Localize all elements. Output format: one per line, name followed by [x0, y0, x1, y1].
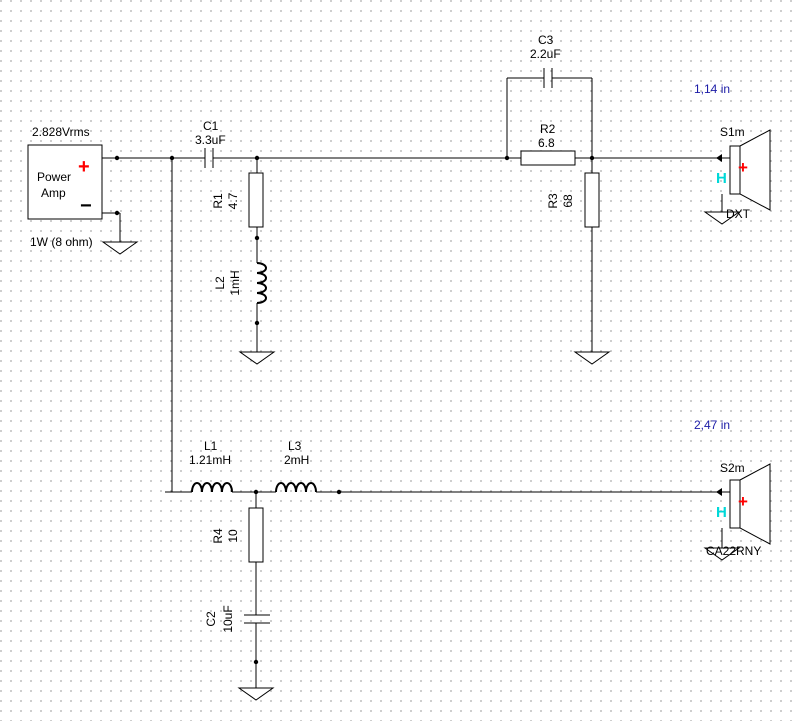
junction-dot — [114, 210, 120, 216]
amp-plus-terminal: + — [78, 156, 90, 178]
r2-ref: R2 — [540, 122, 556, 136]
speaker-s1-ref: S1m — [720, 125, 745, 139]
inductor-l3[interactable] — [275, 482, 317, 493]
r4-value: 10 — [226, 529, 240, 543]
junction-dot — [253, 659, 259, 665]
c1-ref: C1 — [203, 119, 219, 133]
speaker-s2-plus: + — [738, 492, 748, 511]
ground-symbol — [573, 351, 611, 365]
junction-dot — [254, 235, 260, 241]
ground-symbol — [703, 211, 741, 225]
resistor-r3[interactable] — [584, 172, 600, 228]
c1-value: 3.3uF — [195, 133, 226, 147]
speaker-s2-mark: H — [716, 504, 727, 521]
ground-symbol — [238, 351, 276, 365]
speaker-s2-model: CA22RNY — [706, 544, 761, 558]
ground-symbol — [237, 687, 275, 701]
speaker-s1-mark: H — [716, 170, 727, 187]
speaker-s1-plus: + — [738, 158, 748, 177]
l2-value: 1mH — [228, 270, 242, 295]
ground-symbol — [703, 547, 741, 561]
speaker-s1-position: 1,14 in — [694, 82, 730, 96]
arrow-icon — [716, 488, 722, 496]
r1-ref: R1 — [211, 193, 225, 209]
speaker-s2[interactable]: + H — [716, 463, 771, 545]
amp-load-label: 1W (8 ohm) — [30, 235, 93, 249]
l2-ref: L2 — [213, 276, 227, 290]
amp-voltage-label: 2.828Vrms — [32, 125, 90, 139]
r1-value: 4.7 — [226, 192, 240, 209]
resistor-r4[interactable] — [248, 507, 264, 563]
power-amp-label-1: Power — [37, 170, 71, 184]
arrow-icon — [716, 154, 722, 162]
c3-ref: C3 — [538, 33, 554, 47]
junction-dot — [254, 320, 260, 326]
c2-ref: C2 — [204, 611, 218, 627]
ground-symbol — [101, 241, 139, 255]
c3-value: 2.2uF — [530, 47, 561, 61]
speaker-s2-cone — [739, 463, 771, 545]
speaker-s1[interactable]: + H — [716, 129, 771, 211]
l1-value: 1.21mH — [189, 453, 231, 467]
l3-value: 2mH — [284, 453, 309, 467]
speaker-s2-ref: S2m — [720, 461, 745, 475]
speaker-s2-position: 2,47 in — [694, 418, 730, 432]
resistor-r1[interactable] — [248, 172, 264, 228]
capacitor-c3[interactable] — [543, 68, 553, 88]
speaker-s1-model: DXT — [726, 207, 751, 221]
power-amp-label-2: Amp — [41, 186, 66, 200]
power-amp-box — [27, 144, 103, 220]
l1-ref: L1 — [204, 439, 218, 453]
capacitor-c1[interactable] — [204, 148, 214, 168]
speaker-s1-cone — [739, 129, 771, 211]
capacitor-c2[interactable] — [244, 614, 270, 624]
inductor-l2[interactable] — [256, 262, 267, 304]
junction-dot — [336, 489, 342, 495]
power-amp[interactable]: Power Amp + − — [27, 144, 103, 220]
r3-value: 68 — [561, 194, 575, 208]
junction-dot — [504, 155, 510, 161]
r3-ref: R3 — [546, 193, 560, 209]
junction-dot — [589, 155, 595, 161]
resistor-r2[interactable] — [520, 150, 576, 166]
amp-minus-terminal: − — [80, 195, 92, 217]
r2-value: 6.8 — [538, 136, 555, 150]
inductor-l1[interactable] — [191, 482, 233, 493]
junction-dot — [114, 155, 120, 161]
c2-value: 10uF — [221, 605, 235, 632]
r4-ref: R4 — [211, 528, 225, 544]
l3-ref: L3 — [288, 439, 302, 453]
